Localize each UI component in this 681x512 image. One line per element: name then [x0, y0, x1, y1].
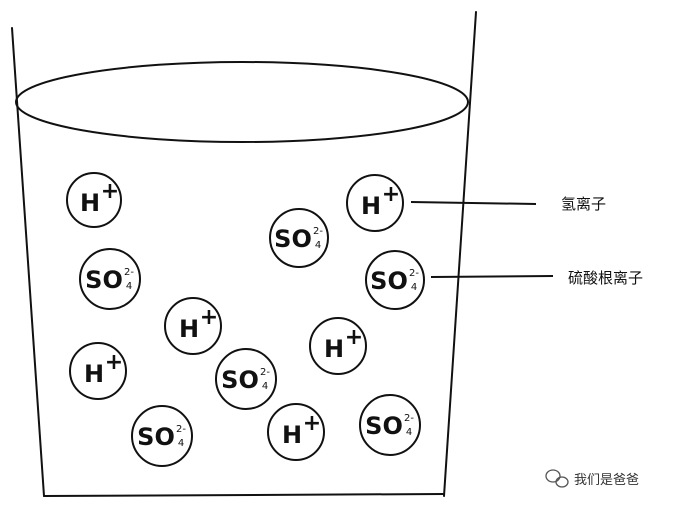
wechat-icon	[545, 469, 569, 488]
sulfate-ion: SO 2- 4	[215, 348, 277, 410]
ion-symbol: H	[179, 315, 199, 343]
ion-symbol: H	[80, 189, 100, 217]
sulfate-ion: SO 2- 4	[131, 405, 193, 467]
ion-subscript: 4	[406, 427, 412, 438]
hydrogen-ion: H +	[309, 317, 367, 375]
ion-charge: 2-	[409, 268, 419, 279]
ion-charge: 2-	[404, 413, 414, 424]
hydrogen-ion-label: 氢离子	[561, 195, 606, 213]
hydrogen-ion: H +	[267, 403, 325, 461]
ion-charge: +	[345, 325, 363, 350]
ion-symbol: SO	[365, 412, 403, 440]
sulfate-callout: 硫酸根离子	[430, 269, 643, 287]
hydrogen-ion: H +	[66, 172, 122, 228]
hydrogen-callout: 氢离子	[410, 195, 606, 213]
ion-charge: 2-	[260, 367, 270, 378]
watermark-text: 我们是爸爸	[574, 473, 639, 488]
ion-charge: +	[101, 179, 119, 204]
ion-symbol: SO	[137, 423, 175, 451]
sulfate-leader-line	[430, 275, 554, 278]
ion-symbol: SO	[221, 366, 259, 394]
ion-charge: +	[200, 305, 218, 330]
sulfate-ion: SO 2- 4	[79, 248, 141, 310]
hydrogen-ion: H +	[346, 174, 404, 232]
hydrogen-leader-line	[410, 201, 537, 205]
ion-symbol: SO	[370, 267, 408, 295]
ion-symbol: SO	[85, 266, 123, 294]
ion-charge: 2-	[124, 267, 134, 278]
ion-subscript: 4	[178, 438, 184, 449]
ion-subscript: 4	[315, 240, 321, 251]
ion-symbol: H	[84, 360, 104, 388]
sulfate-ion-label: 硫酸根离子	[568, 269, 643, 287]
sulfate-ion: SO 2- 4	[359, 394, 421, 456]
ion-charge: +	[105, 350, 123, 375]
sulfate-ion: SO 2- 4	[365, 250, 425, 310]
ion-subscript: 4	[411, 282, 417, 293]
ion-charge: +	[303, 411, 321, 436]
beaker-right-wall	[443, 11, 477, 497]
ion-symbol: H	[324, 335, 344, 363]
hydrogen-ion: H +	[164, 297, 222, 355]
ion-symbol: H	[282, 421, 302, 449]
ion-charge: 2-	[176, 424, 186, 435]
ion-charge: 2-	[313, 226, 323, 237]
watermark: 我们是爸爸	[545, 469, 639, 488]
hydrogen-ion: H +	[69, 342, 127, 400]
sulfate-ion: SO 2- 4	[269, 208, 329, 268]
ion-charge: +	[382, 182, 400, 207]
ion-subscript: 4	[126, 281, 132, 292]
beaker	[11, 11, 477, 497]
liquid-surface	[15, 61, 469, 143]
ion-symbol: SO	[274, 225, 312, 253]
beaker-bottom	[43, 493, 445, 497]
ion-symbol: H	[361, 192, 381, 220]
ion-subscript: 4	[262, 381, 268, 392]
